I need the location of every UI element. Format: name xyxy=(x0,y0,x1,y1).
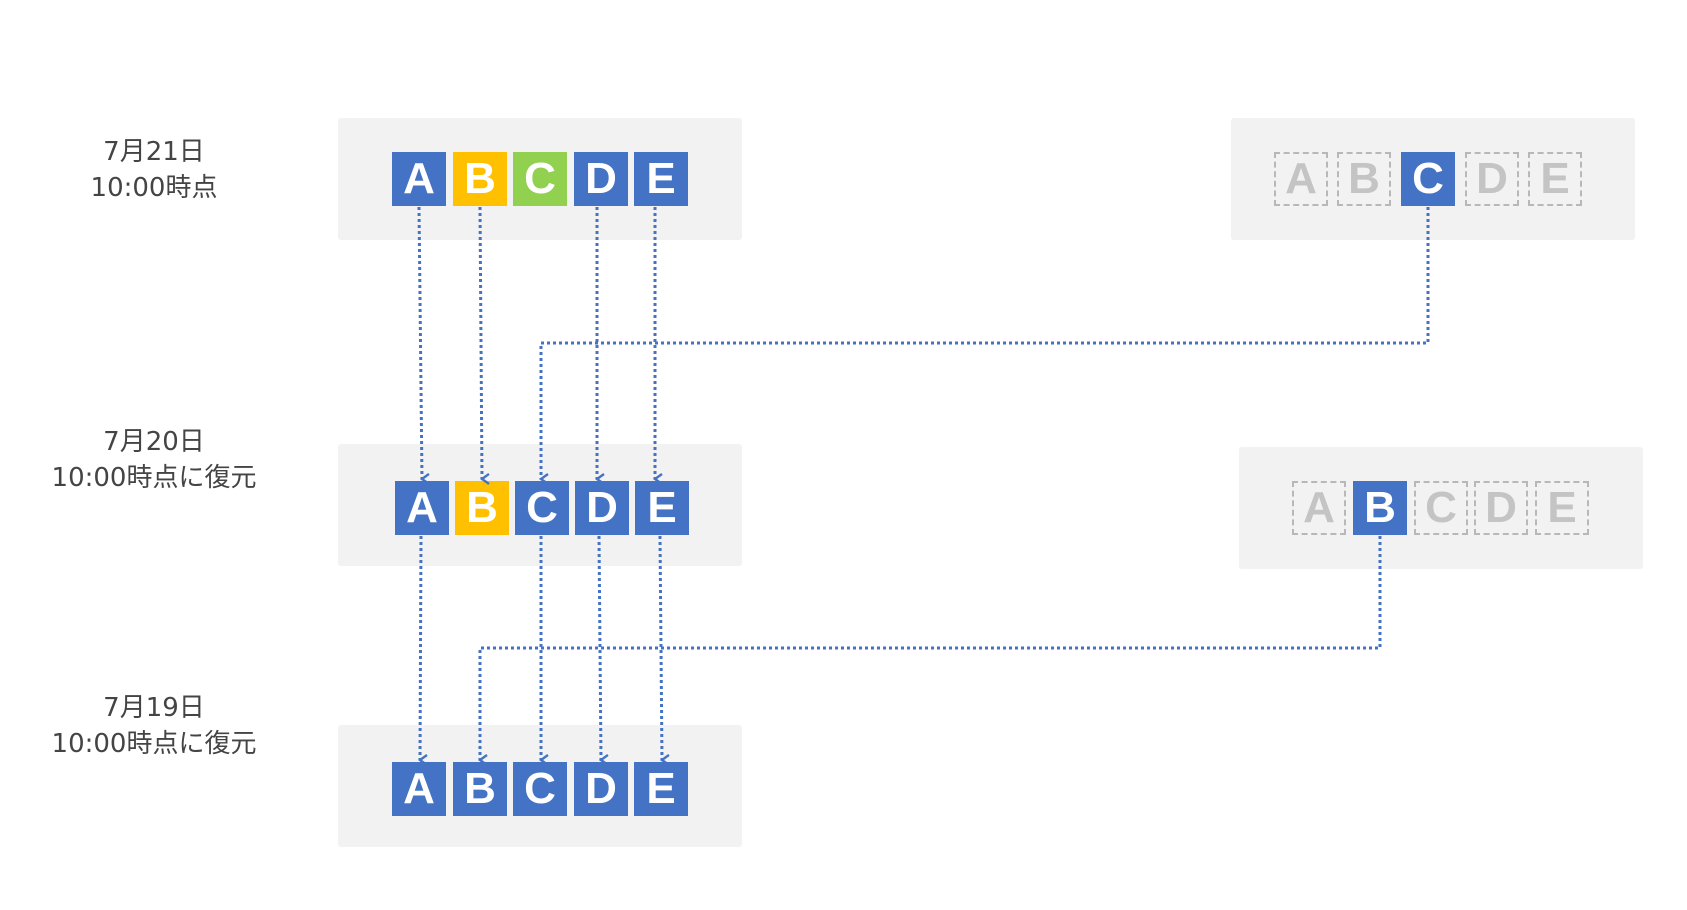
arrow-source-c-to-jul20 xyxy=(541,207,1430,479)
source-c-block-e: E xyxy=(1528,152,1582,206)
source-b-block-a: A xyxy=(1292,481,1346,535)
row-label-jul19-time: 10:00時点に復元 xyxy=(51,729,257,759)
arrow-a-jul21-to-jul20 xyxy=(417,206,422,479)
block-c-jul19: C xyxy=(513,762,567,816)
block-b-jul20: B xyxy=(455,481,509,535)
source-b-block-c: C xyxy=(1414,481,1468,535)
block-c-jul21: C xyxy=(513,152,567,206)
source-c-block-a: A xyxy=(1274,152,1328,206)
block-e-jul20: E xyxy=(635,481,689,535)
source-c-block-c: C xyxy=(1401,152,1455,206)
source-b-block-e: E xyxy=(1535,481,1589,535)
source-c-block-b: B xyxy=(1337,152,1391,206)
row-label-jul20-time: 10:00時点に復元 xyxy=(51,463,257,493)
source-b-block-b: B xyxy=(1353,481,1407,535)
block-a-jul21: A xyxy=(392,152,446,206)
row-label-jul19: 7月19日 10:00時点に復元 xyxy=(4,690,304,762)
block-d-jul20: D xyxy=(575,481,629,535)
source-c-block-d: D xyxy=(1465,152,1519,206)
row-label-jul21-time: 10:00時点 xyxy=(90,173,218,203)
block-d-jul21: D xyxy=(574,152,628,206)
block-b-jul21: B xyxy=(453,152,507,206)
block-c-jul20: C xyxy=(515,481,569,535)
row-label-jul20: 7月20日 10:00時点に復元 xyxy=(4,424,304,496)
block-a-jul20: A xyxy=(395,481,449,535)
block-d-jul19: D xyxy=(574,762,628,816)
row-label-jul21-date: 7月21日 xyxy=(103,137,205,167)
row-label-jul19-date: 7月19日 xyxy=(103,693,205,723)
block-b-jul19: B xyxy=(453,762,507,816)
source-b-block-d: D xyxy=(1474,481,1528,535)
block-e-jul19: E xyxy=(634,762,688,816)
block-a-jul19: A xyxy=(392,762,446,816)
row-label-jul20-date: 7月20日 xyxy=(103,427,205,457)
block-e-jul21: E xyxy=(634,152,688,206)
arrow-b-jul21-to-jul20 xyxy=(478,206,482,479)
row-label-jul21: 7月21日 10:00時点 xyxy=(4,134,304,206)
